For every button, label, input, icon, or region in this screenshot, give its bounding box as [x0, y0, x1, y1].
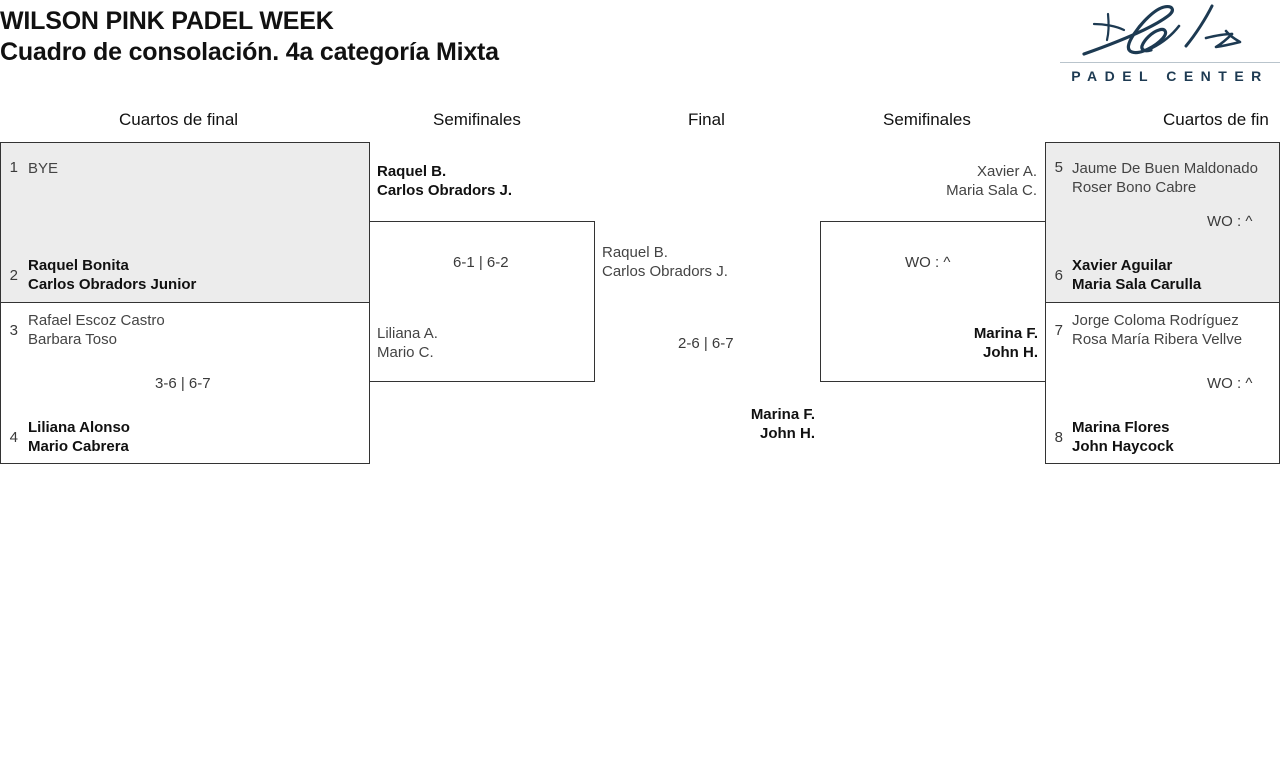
team-player-1: Jaume De Buen Maldonado: [1072, 160, 1258, 177]
match-box-right-sf[interactable]: [820, 221, 1046, 382]
round-header-right-sf: Semifinales: [883, 110, 971, 129]
team-left-qf-2-top: Rafael Escoz Castro Barbara Toso: [28, 311, 165, 349]
team-left-qf-2-bottom: Liliana Alonso Mario Cabrera: [28, 418, 130, 456]
round-header-right-qf: Cuartos de fin: [1163, 110, 1269, 129]
seed-number: 7: [1054, 322, 1063, 339]
round-header-left-qf: Cuartos de final: [119, 110, 239, 129]
team-player-2: John H.: [983, 344, 1038, 361]
team-player-2: Maria Sala Carulla: [1072, 276, 1202, 293]
team-player-1: Xavier A.: [976, 163, 1037, 180]
seed-number: 3: [9, 322, 18, 339]
match-box-right-qf-1[interactable]: [1045, 142, 1280, 303]
team-left-qf-1-top: BYE: [28, 159, 58, 178]
logo-wordmark: PADEL CENTER: [1071, 68, 1269, 84]
team-player-1: Raquel Bonita: [28, 257, 129, 274]
team-right-qf-1-bottom: Xavier Aguilar Maria Sala Carulla: [1072, 256, 1201, 294]
bracket-subtitle: Cuadro de consolación. 4a categoría Mixt…: [0, 38, 499, 66]
seed-number: 5: [1054, 159, 1063, 176]
score-left-sf: 6-1 | 6-2: [453, 254, 509, 271]
team-left-sf-bottom: Liliana A. Mario C.: [377, 324, 438, 362]
seed-number: 6: [1054, 267, 1063, 284]
match-box-right-qf-2[interactable]: [1045, 302, 1280, 464]
team-player-1: Jorge Coloma Rodríguez: [1072, 312, 1239, 329]
score-right-qf-2: WO : ^: [1207, 375, 1253, 392]
team-player-2: John Haycock: [1072, 438, 1174, 455]
team-player-2: Rosa María Ribera Vellve: [1072, 331, 1243, 348]
team-right-qf-1-top: Jaume De Buen Maldonado Roser Bono Cabre: [1072, 159, 1258, 197]
team-player-1: Raquel B.: [602, 244, 668, 261]
team-player-2: Maria Sala C.: [946, 182, 1037, 199]
team-player-1: Marina F.: [973, 325, 1038, 342]
team-player-1: Rafael Escoz Castro: [28, 312, 165, 329]
team-player-1: Raquel B.: [377, 163, 447, 180]
team-player-2: Carlos Obradors J.: [377, 182, 513, 199]
round-header-left-sf: Semifinales: [433, 110, 521, 129]
seed-number: 1: [9, 159, 18, 176]
match-box-left-sf[interactable]: [369, 221, 595, 382]
team-final-bottom: Marina F. John H.: [615, 405, 815, 443]
team-player-2: Mario Cabrera: [28, 438, 129, 455]
team-player-2: Carlos Obradors Junior: [28, 276, 197, 293]
match-box-left-qf-1[interactable]: [0, 142, 370, 303]
score-right-qf-1: WO : ^: [1207, 213, 1253, 230]
match-box-left-qf-2[interactable]: [0, 302, 370, 464]
team-left-qf-1-bottom: Raquel Bonita Carlos Obradors Junior: [28, 256, 196, 294]
logo-divider: [1060, 62, 1280, 63]
team-player-1: Xavier Aguilar: [1072, 257, 1173, 274]
team-player-2: Carlos Obradors J.: [602, 263, 728, 280]
team-left-sf-top: Raquel B. Carlos Obradors J.: [377, 162, 512, 200]
team-right-sf-bottom: Marina F. John H.: [838, 324, 1038, 362]
score-final: 2-6 | 6-7: [678, 335, 734, 352]
team-player-1: Marina Flores: [1072, 419, 1170, 436]
team-right-qf-2-top: Jorge Coloma Rodríguez Rosa María Ribera…: [1072, 311, 1242, 349]
tournament-name: WILSON PINK PADEL WEEK: [0, 7, 334, 35]
team-player-1: Liliana A.: [377, 325, 438, 342]
team-right-qf-2-bottom: Marina Flores John Haycock: [1072, 418, 1174, 456]
team-final-top: Raquel B. Carlos Obradors J.: [602, 243, 728, 281]
team-right-sf-top: Xavier A. Maria Sala C.: [837, 162, 1037, 200]
team-player-2: John H.: [760, 425, 815, 442]
seed-number: 2: [9, 267, 18, 284]
score-right-sf: WO : ^: [905, 254, 951, 271]
team-player-1: Liliana Alonso: [28, 419, 130, 436]
round-header-final: Final: [688, 110, 725, 129]
team-player-2: Barbara Toso: [28, 331, 117, 348]
score-left-qf-2: 3-6 | 6-7: [155, 375, 211, 392]
seed-number: 4: [9, 429, 18, 446]
seed-number: 8: [1054, 429, 1063, 446]
team-player-2: Mario C.: [377, 344, 434, 361]
team-player-1: Marina F.: [750, 406, 815, 423]
team-player-1: BYE: [28, 160, 59, 177]
team-player-2: Roser Bono Cabre: [1072, 179, 1197, 196]
page-title: WILSON PINK PADEL WEEK Cuadro de consola…: [0, 6, 499, 68]
bela-logo-icon: [1060, 2, 1280, 88]
